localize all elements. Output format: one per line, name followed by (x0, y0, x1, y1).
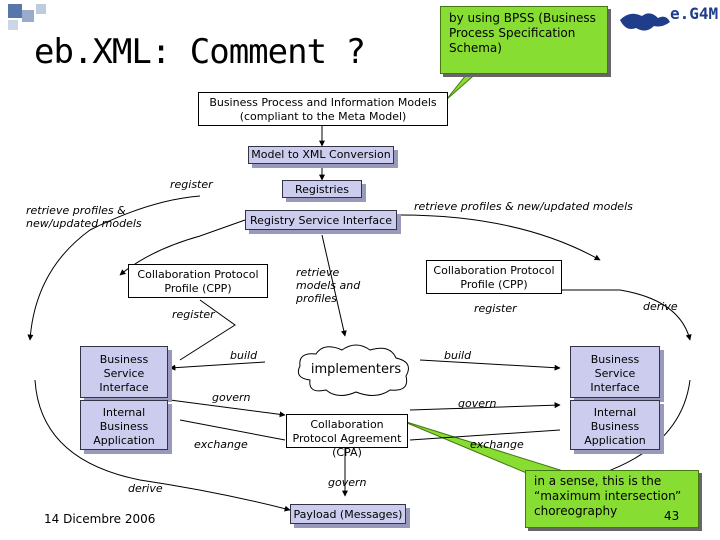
label-build-right: build (444, 349, 472, 362)
page-number: 43 (664, 509, 680, 523)
page-title: eb.XML: Comment ? (34, 32, 366, 72)
cpa-text: Collaboration Protocol Agreement (CPA) (292, 418, 402, 459)
label-register-top: register (170, 178, 213, 191)
conversion-box-text: Model to XML Conversion (251, 148, 391, 161)
bsi-left-text: Business Service Interface (99, 353, 149, 394)
payload-text: Payload (Messages) (293, 508, 403, 521)
registries-box-text: Registries (294, 183, 350, 196)
label-govern-left: govern (212, 391, 251, 404)
implementers-cloud: implementers (290, 340, 420, 400)
logo: e.G4M (610, 4, 718, 38)
registries-box: Registries (282, 180, 362, 198)
cpp-left-text: Collaboration Protocol Profile (CPP) (137, 268, 259, 295)
map-logo-icon (620, 13, 670, 31)
callout-top-pointer (445, 69, 482, 101)
footer-date: 14 Dicembre 2006 (44, 512, 156, 526)
cpp-right-text: Collaboration Protocol Profile (CPP) (433, 264, 555, 291)
iba-right-text: Internal Business Application (584, 406, 646, 447)
iba-left-box: Internal Business Application (80, 400, 168, 450)
corner-square-4 (8, 20, 18, 30)
label-exchange-right: exchange (470, 438, 524, 451)
payload-box: Payload (Messages) (290, 504, 406, 524)
label-retrieve-left: retrieve profiles & new/updated models (26, 204, 142, 230)
label-retrieve-mid: retrieve models and profiles (296, 266, 361, 305)
corner-square-3 (36, 4, 46, 14)
corner-square-1 (8, 4, 22, 18)
label-govern-bottom: govern (328, 476, 367, 489)
label-govern-right: govern (458, 397, 497, 410)
conversion-box: Model to XML Conversion (248, 146, 394, 164)
label-register-left: register (172, 308, 215, 321)
cpa-box: Collaboration Protocol Agreement (CPA) (286, 414, 408, 459)
bsi-right-box: Business Service Interface (570, 346, 660, 398)
callout-bpss: by using BPSS (Business Process Specific… (440, 6, 608, 74)
callout-choreography-text: in a sense, this is the “maximum interse… (534, 474, 682, 518)
registry-interface-box: Registry Service Interface (245, 210, 397, 230)
corner-square-2 (22, 10, 34, 22)
label-register-right: register (474, 302, 517, 315)
implementers-text: implementers (310, 362, 402, 377)
label-derive-left: derive (128, 482, 163, 495)
bsi-left-box: Business Service Interface (80, 346, 168, 398)
cpp-right-box: Collaboration Protocol Profile (CPP) (426, 260, 562, 294)
callout-choreography: in a sense, this is the “maximum interse… (525, 470, 699, 528)
label-retrieve-right: retrieve profiles & new/updated models (414, 200, 633, 213)
iba-right-box: Internal Business Application (570, 400, 660, 450)
bsi-right-text: Business Service Interface (590, 353, 640, 394)
label-derive-right: derive (643, 300, 678, 313)
models-box-text: Business Process and Information Models … (209, 96, 437, 123)
label-build-left: build (230, 349, 258, 362)
logo-text: e.G4M (670, 4, 719, 23)
registry-interface-box-text: Registry Service Interface (250, 214, 392, 227)
callout-bpss-text: by using BPSS (Business Process Specific… (449, 11, 596, 55)
models-box: Business Process and Information Models … (198, 92, 448, 126)
label-exchange-left: exchange (194, 438, 248, 451)
iba-left-text: Internal Business Application (93, 406, 155, 447)
cloud-shape (297, 344, 409, 396)
cpp-left-box: Collaboration Protocol Profile (CPP) (128, 264, 268, 298)
